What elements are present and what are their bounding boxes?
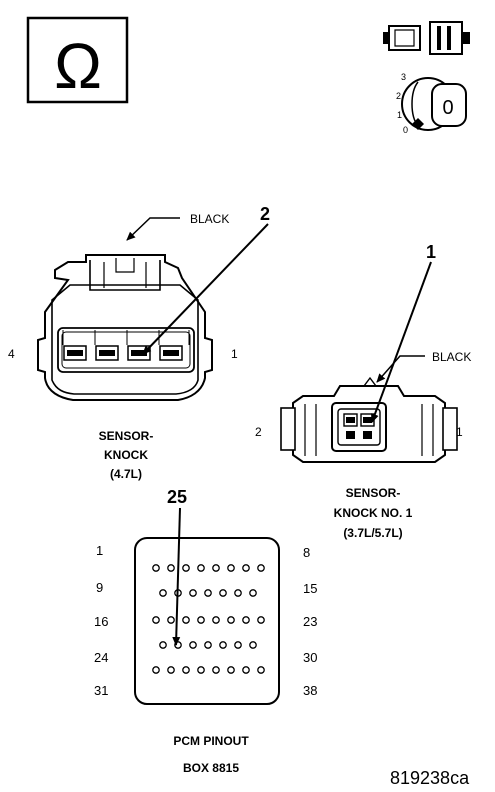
pcm-row1-right: 8 (303, 545, 310, 560)
pcm-pin-cavity (242, 564, 250, 572)
wire-color-label-right: BLACK (432, 350, 471, 364)
pcm-row3-right: 23 (303, 614, 317, 629)
pcm-pin-cavity (219, 641, 227, 649)
pcm-pin-cavity (197, 616, 205, 624)
wire-color-label-left: BLACK (190, 212, 229, 226)
pcm-row4-right: 30 (303, 650, 317, 665)
left-sensor-name-line1: SENSOR- (99, 429, 154, 443)
callout-25: 25 (167, 487, 187, 507)
right-pin-2-label: 2 (255, 425, 262, 439)
pcm-pin-cavity (257, 564, 265, 572)
pcm-pin-cavity (227, 666, 235, 674)
pcm-pin-cavity (197, 666, 205, 674)
pcm-pin-cavity (234, 641, 242, 649)
left-pin-1-label: 1 (231, 347, 238, 361)
pcm-caption: PCM PINOUT BOX 8815 (173, 734, 249, 775)
pcm-pin-cavity (159, 589, 167, 597)
figure-id: 819238ca (390, 768, 470, 788)
pcm-row1-left: 1 (96, 543, 103, 558)
key-position-0: 0 (403, 125, 408, 135)
right-sensor-name-line3: (3.7L/5.7L) (343, 526, 402, 540)
pcm-pin-cavity (227, 564, 235, 572)
pcm-pin-cavity (227, 616, 235, 624)
pcm-pin-cavity (189, 589, 197, 597)
pcm-pin-cavity (212, 564, 220, 572)
pcm-pin-cavity (249, 589, 257, 597)
pcm-pin-cavity (204, 589, 212, 597)
left-sensor-name-line2: KNOCK (104, 448, 148, 462)
pcm-pin-cavity (249, 641, 257, 649)
pcm-pin-cavity (182, 666, 190, 674)
pcm-pin-cavity (219, 589, 227, 597)
knock-sensor-no1-caption: SENSOR- KNOCK NO. 1 (3.7L/5.7L) (334, 486, 413, 540)
pcm-pin-cavity (167, 666, 175, 674)
pcm-pin-cavity (257, 666, 265, 674)
pcm-title-line2: BOX 8815 (183, 761, 239, 775)
left-pin-4-label: 4 (8, 347, 15, 361)
pcm-row2-left: 9 (96, 580, 103, 595)
pcm-pin-cavity (152, 616, 160, 624)
pcm-pin-cavity (197, 564, 205, 572)
pcm-pin-cavity (152, 666, 160, 674)
pcm-pin-cavity (167, 616, 175, 624)
pcm-pin-cavity (182, 616, 190, 624)
pcm-row2-right: 15 (303, 581, 317, 596)
key-position-2: 2 (396, 91, 401, 101)
ohm-icon: Ω (54, 30, 102, 102)
pcm-pin-cavity (242, 616, 250, 624)
right-connector-callouts: BLACK 1 2 1 (255, 242, 471, 439)
pcm-pin-cavity (152, 564, 160, 572)
pcm-pin-cavity (257, 616, 265, 624)
left-connector-callouts: BLACK 2 4 1 (8, 204, 270, 361)
pcm-pin-cavity (159, 641, 167, 649)
pcm-title-line1: PCM PINOUT (173, 734, 249, 748)
pcm-row5-right: 38 (303, 683, 317, 698)
callout-1: 1 (426, 242, 436, 262)
knock-sensor-4-7l-caption: SENSOR- KNOCK (4.7L) (99, 429, 154, 481)
pcm-pin-cavity (212, 616, 220, 624)
ignition-key-icon: 3 2 1 0 0 (396, 72, 467, 135)
pcm-row3-left: 16 (94, 614, 108, 629)
pcm-pinout: 1 9 16 24 31 8 15 23 30 38 25 (94, 487, 317, 705)
key-label: 0 (442, 97, 453, 119)
pcm-pin-cavity (167, 564, 175, 572)
pcm-pin-cavity (242, 666, 250, 674)
pcm-pin-cavity (204, 641, 212, 649)
terminal-cavities (343, 413, 375, 439)
pcm-pin-cavity (212, 666, 220, 674)
left-sensor-name-line3: (4.7L) (110, 467, 142, 481)
pcm-row4-left: 24 (94, 650, 108, 665)
knock-sensor-connector-4-7l (37, 254, 213, 401)
callout-2: 2 (260, 204, 270, 224)
right-sensor-name-line1: SENSOR- (346, 486, 401, 500)
pcm-pin-cavity (234, 589, 242, 597)
right-sensor-name-line2: KNOCK NO. 1 (334, 506, 413, 520)
terminal-cavities (63, 345, 183, 361)
knock-sensor-connector-3-7l-5-7l (280, 376, 458, 463)
ohmmeter-symbol: Ω (26, 16, 129, 104)
disconnected-connector-icon (383, 21, 470, 55)
right-pin-1-label: 1 (456, 425, 463, 439)
key-position-1: 1 (397, 110, 402, 120)
pcm-pin-cavity (189, 641, 197, 649)
pcm-row5-left: 31 (94, 683, 108, 698)
pcm-pin-cavity (182, 564, 190, 572)
pcm-pin-grid (152, 564, 265, 674)
key-position-3: 3 (401, 72, 406, 82)
